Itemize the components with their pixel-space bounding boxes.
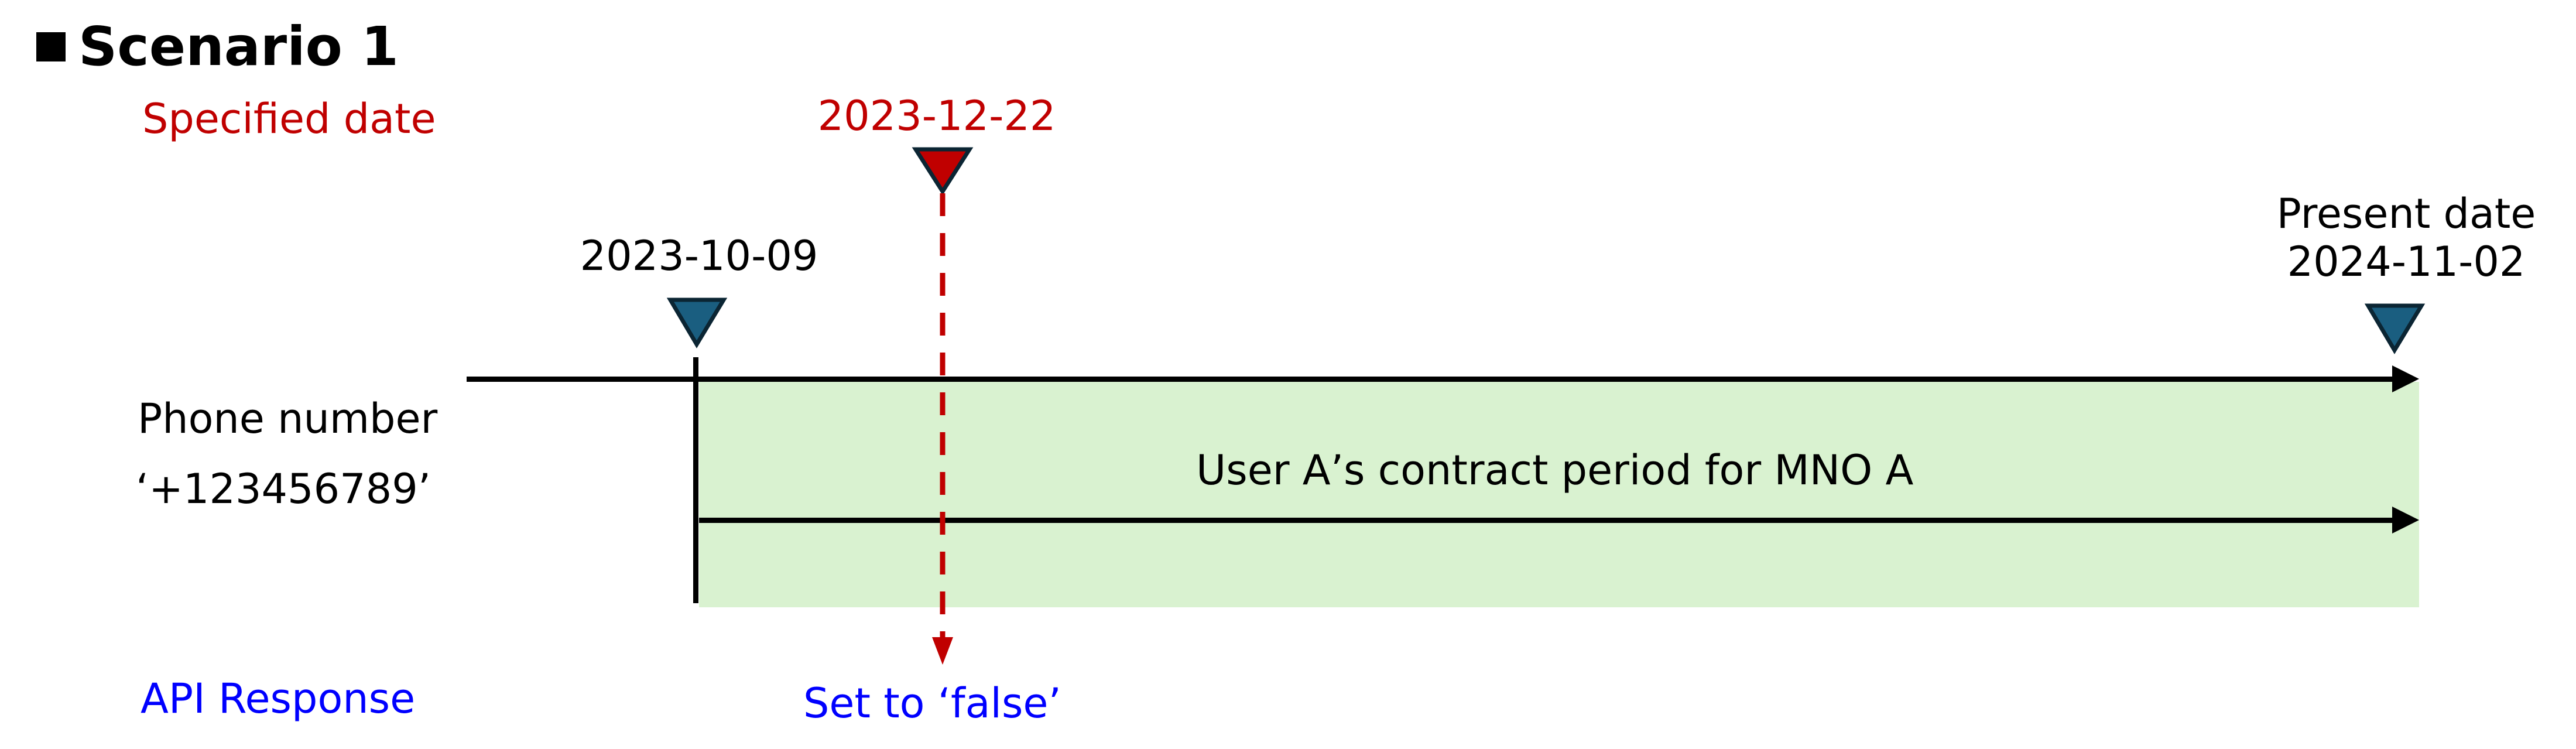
phone-number-label: Phone number <box>138 395 438 443</box>
down-arrow-icon <box>932 637 953 665</box>
present-date-marker-icon <box>2364 303 2426 354</box>
phone-number-value: ‘+123456789’ <box>136 465 431 513</box>
present-date-label: Present date <box>2276 190 2536 238</box>
square-bullet-icon <box>36 32 66 61</box>
contract-start-marker-icon <box>666 297 728 348</box>
specified-date-marker-icon <box>912 147 974 196</box>
specified-date-value: 2023-12-22 <box>817 92 1056 140</box>
specified-date-label: Specified date <box>142 95 436 143</box>
api-response-value: Set to ‘false’ <box>803 679 1061 727</box>
api-response-label: API Response <box>141 675 416 723</box>
present-date-value: 2024-11-02 <box>2287 238 2526 286</box>
scenario-title-text: Scenario 1 <box>78 15 399 78</box>
contract-start-line <box>693 357 698 603</box>
scenario-title: Scenario 1 <box>36 20 399 74</box>
contract-period-area-fill <box>699 382 2419 607</box>
contract-start-date: 2023-10-09 <box>580 232 818 280</box>
contract-period-arrow <box>699 507 2419 533</box>
contract-period-label: User A’s contract period for MNO A <box>1196 446 1914 494</box>
timeline-axis-arrow <box>467 365 2419 392</box>
